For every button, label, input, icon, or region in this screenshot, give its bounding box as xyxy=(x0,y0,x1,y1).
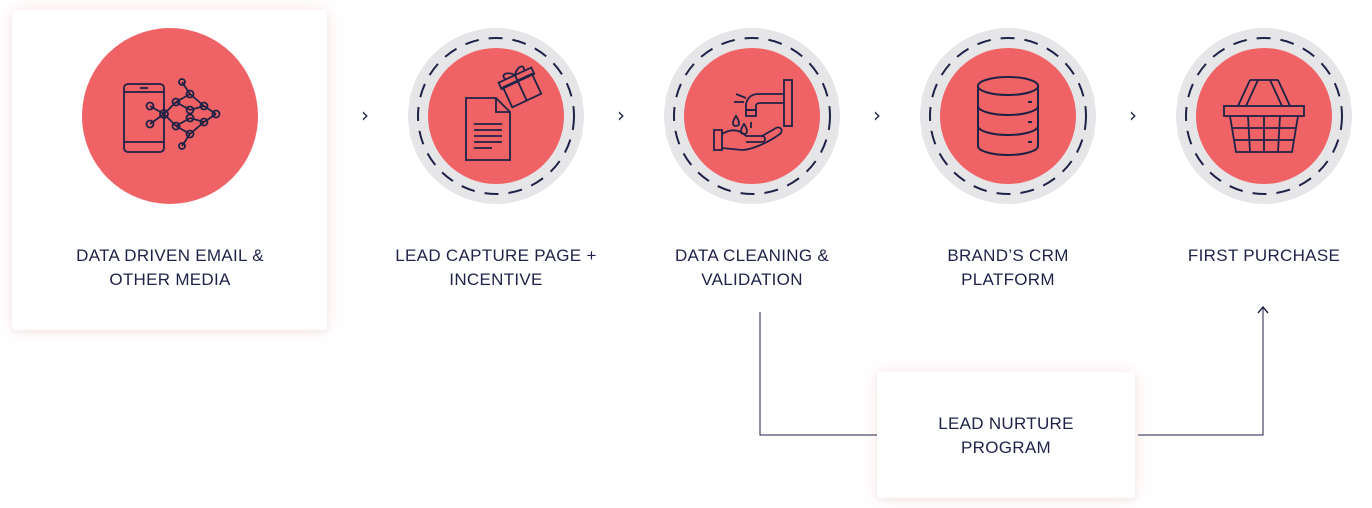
step-circle xyxy=(82,28,258,204)
chevron-right-icon: › xyxy=(361,103,369,127)
step-label-line1: LEAD CAPTURE PAGE + xyxy=(395,246,597,265)
nurture-connector-left-line xyxy=(759,312,877,436)
database-icon xyxy=(977,76,1039,157)
step-label-line1: DATA CLEANING & xyxy=(674,246,830,265)
dashed-ring xyxy=(673,37,831,195)
step-label-line2: VALIDATION xyxy=(701,270,803,289)
chevron-right-icon: › xyxy=(1129,103,1137,127)
step-label: DATA DRIVEN EMAIL & OTHER MEDIA xyxy=(50,244,290,292)
hand-washing-icon xyxy=(713,79,793,151)
nurture-connector-right-line xyxy=(1138,308,1264,436)
step-label: DATA CLEANING & VALIDATION xyxy=(632,244,872,292)
step-label-line1: FIRST PURCHASE xyxy=(1187,246,1341,265)
step-label-line2: OTHER MEDIA xyxy=(109,270,231,289)
lead-nurture-label: LEAD NURTURE PROGRAM xyxy=(886,412,1126,460)
step-label: BRAND’S CRM PLATFORM xyxy=(888,244,1128,292)
dashed-ring xyxy=(417,37,575,195)
step-ring xyxy=(408,28,584,204)
step-label-line1: BRAND’S CRM xyxy=(947,246,1069,265)
lead-nurture-line2: PROGRAM xyxy=(961,438,1051,457)
nurture-arrowhead-icon xyxy=(1257,305,1269,314)
shopping-basket-icon xyxy=(1223,79,1305,153)
chevron-right-icon: › xyxy=(873,103,881,127)
dashed-ring xyxy=(1185,37,1343,195)
step-label: LEAD CAPTURE PAGE + INCENTIVE xyxy=(376,244,616,292)
phone-network-icon xyxy=(123,78,221,153)
lead-nurture-line1: LEAD NURTURE xyxy=(938,414,1074,433)
step-label: FIRST PURCHASE xyxy=(1144,244,1372,268)
step-label-line2: PLATFORM xyxy=(961,270,1055,289)
document-gift-icon xyxy=(465,65,543,161)
step-label-line1: DATA DRIVEN EMAIL & xyxy=(76,246,264,265)
chevron-right-icon: › xyxy=(617,103,625,127)
step-label-line2: INCENTIVE xyxy=(449,270,543,289)
dashed-ring xyxy=(929,37,1087,195)
step-circle xyxy=(428,48,564,184)
lead-nurture-card xyxy=(877,372,1135,498)
